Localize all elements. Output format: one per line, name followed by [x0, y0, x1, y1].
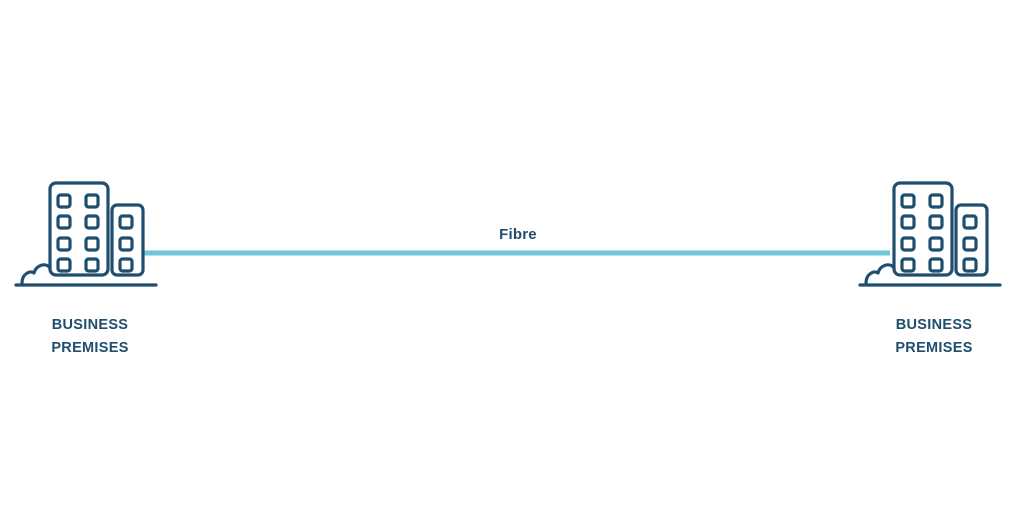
node-label-line1: BUSINESS	[895, 317, 973, 333]
link-label-fibre: Fibre	[499, 226, 537, 243]
node-label-right: BUSINESS PREMISES	[854, 314, 1014, 360]
office-building-icon	[858, 181, 1002, 287]
node-label-line1: BUSINESS	[51, 317, 129, 333]
node-label-left: BUSINESS PREMISES	[10, 314, 170, 360]
node-label-line2: PREMISES	[895, 340, 973, 356]
node-label-line2: PREMISES	[51, 340, 129, 356]
office-building-icon	[14, 181, 158, 287]
